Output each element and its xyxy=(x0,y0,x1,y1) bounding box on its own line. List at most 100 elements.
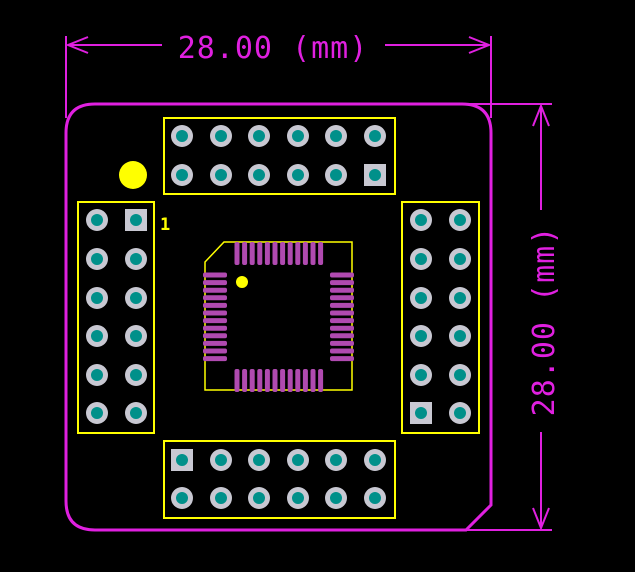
pin1-marker-dot xyxy=(119,161,147,189)
ic-pad-right xyxy=(330,356,354,362)
pad-drill xyxy=(253,454,265,466)
header-top-pad xyxy=(287,164,309,186)
pad-drill xyxy=(91,369,103,381)
header-bottom-pad xyxy=(248,487,270,509)
pad-drill xyxy=(215,169,227,181)
header-top-pad xyxy=(171,125,193,147)
header-right-pad xyxy=(410,402,432,424)
ic-pad-right xyxy=(330,318,354,324)
header-pads xyxy=(86,125,471,509)
pad-drill xyxy=(330,169,342,181)
pad-drill xyxy=(253,169,265,181)
ic-pad-top xyxy=(280,242,286,265)
vertical-dimension-label: 28.00 (mm) xyxy=(527,226,562,417)
pad-drill xyxy=(330,130,342,142)
ic-pad-left xyxy=(203,348,227,354)
pad-drill xyxy=(130,330,142,342)
ic-pad-left xyxy=(203,295,227,301)
pad-drill xyxy=(215,492,227,504)
pad-drill xyxy=(369,169,381,181)
ic-pad-left xyxy=(203,310,227,316)
ic-pad-bottom xyxy=(280,369,286,392)
pad-drill xyxy=(292,169,304,181)
header-left-pad xyxy=(125,287,147,309)
ic-pad-left xyxy=(203,287,227,293)
pad-drill xyxy=(454,253,466,265)
dim-arrow-top xyxy=(532,103,550,127)
header-right-pad xyxy=(410,287,432,309)
pad-drill xyxy=(130,407,142,419)
header-left-pad xyxy=(86,209,108,231)
ic-pad-left xyxy=(203,325,227,331)
ic-footprint xyxy=(203,241,354,392)
dim-arrow-right xyxy=(468,36,492,54)
ic-pad-top xyxy=(249,242,255,265)
header-left-pad xyxy=(86,325,108,347)
ic-pad-bottom xyxy=(249,369,255,392)
header-right-pad xyxy=(449,364,471,386)
header-left-pad xyxy=(86,248,108,270)
horizontal-dimension-label: 28.00 (mm) xyxy=(178,31,369,66)
header-right-pad xyxy=(410,364,432,386)
header-top-pad xyxy=(171,164,193,186)
header-bottom-pad xyxy=(287,487,309,509)
ic-pad-top xyxy=(287,242,293,265)
ic-pad-top xyxy=(295,242,301,265)
pad-drill xyxy=(91,292,103,304)
pad-drill xyxy=(176,130,188,142)
pad-drill xyxy=(130,369,142,381)
pad-drill xyxy=(215,130,227,142)
ic-pad-right xyxy=(330,287,354,293)
header-left-pad xyxy=(125,325,147,347)
pad-drill xyxy=(330,492,342,504)
pad-drill xyxy=(253,130,265,142)
ic-pad-bottom xyxy=(257,369,263,392)
dim-arrow-left xyxy=(65,36,89,54)
ic-pad-bottom xyxy=(310,369,316,392)
pad-drill xyxy=(130,214,142,226)
ic-pad-bottom xyxy=(302,369,308,392)
pad-drill xyxy=(369,454,381,466)
pad-drill xyxy=(91,214,103,226)
pad-drill xyxy=(454,330,466,342)
header-top-pad xyxy=(364,125,386,147)
ic-pad-top xyxy=(257,242,263,265)
header-right-pad xyxy=(410,248,432,270)
header-top-pad xyxy=(364,164,386,186)
ic-pad-bottom xyxy=(264,369,270,392)
header-top-pad xyxy=(248,164,270,186)
header-top-pad xyxy=(325,164,347,186)
header-left-pad xyxy=(86,287,108,309)
ic-pad-left xyxy=(203,272,227,278)
ic-pad-left xyxy=(203,318,227,324)
ic-pad-right xyxy=(330,302,354,308)
pad-drill xyxy=(415,369,427,381)
dim-arrow-bottom xyxy=(532,507,550,531)
pad-drill xyxy=(415,253,427,265)
header-right-pad xyxy=(449,209,471,231)
pad-drill xyxy=(176,169,188,181)
ic-pad-bottom xyxy=(234,369,240,392)
ic-pads xyxy=(203,242,354,392)
header-right-outline xyxy=(401,201,480,434)
board-outline xyxy=(64,102,493,532)
ic-pad-bottom xyxy=(295,369,301,392)
header-right-pad xyxy=(449,402,471,424)
ic-pad-bottom xyxy=(318,369,324,392)
ic-pad-right xyxy=(330,348,354,354)
pad-drill xyxy=(292,492,304,504)
header-right-pad xyxy=(449,287,471,309)
ic-pad-top xyxy=(264,242,270,265)
header-left-pad xyxy=(86,364,108,386)
header-right-pad xyxy=(410,209,432,231)
pin1-label: 1 xyxy=(160,215,170,235)
header-bottom-pad xyxy=(210,487,232,509)
ic-pad-right xyxy=(330,310,354,316)
ic-pad-top xyxy=(302,242,308,265)
pad-drill xyxy=(415,292,427,304)
header-left-pad xyxy=(125,248,147,270)
pad-drill xyxy=(330,454,342,466)
pad-drill xyxy=(91,330,103,342)
